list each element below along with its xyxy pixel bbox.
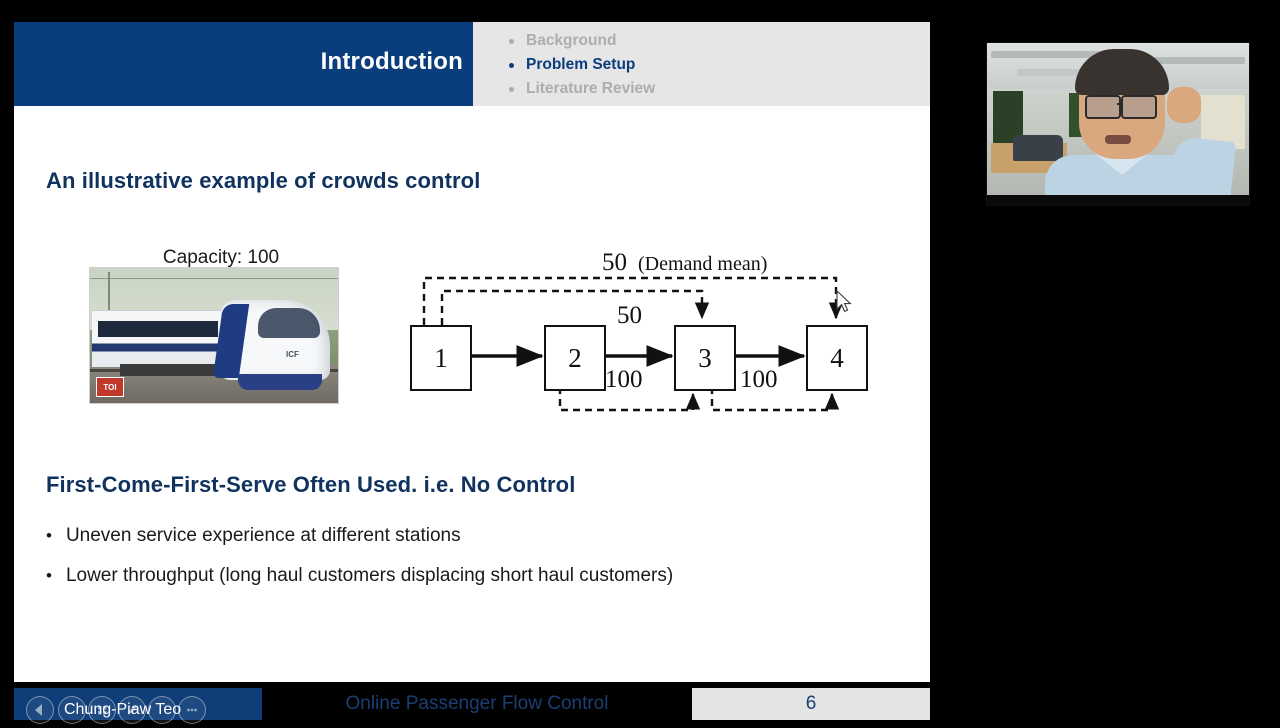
catenary-wire — [90, 278, 338, 279]
edge-label-bottom-right: 100 — [740, 366, 778, 393]
agenda-item-problem-setup[interactable]: Problem Setup — [509, 56, 635, 74]
edge-label-bottom-left: 100 — [605, 366, 643, 393]
office-chair — [1013, 135, 1063, 161]
bullet-text: Uneven service experience at different s… — [65, 525, 461, 546]
speaker-hand — [1167, 87, 1201, 123]
edge-label-top-outer: 50 — [602, 249, 627, 276]
bullet-item: • Lower throughput (long haul customers … — [46, 565, 673, 587]
slide-header: Introduction Background Problem Setup Li… — [14, 22, 930, 106]
capacity-caption: Capacity: 100 — [162, 247, 280, 268]
network-diagram: 1 2 3 4 50 (Demand mean) 50 100 100 — [380, 244, 890, 419]
presenter-name: Chung-Piaw Teo — [64, 701, 182, 718]
header-blue-band: Introduction — [14, 22, 473, 106]
station-node-3[interactable]: 3 — [674, 325, 736, 391]
pen-icon — [128, 705, 137, 715]
agenda-label: Literature Review — [526, 80, 656, 97]
ceiling-duct — [991, 51, 1111, 58]
nav-prev-button[interactable] — [26, 696, 54, 724]
agenda-item-background[interactable]: Background — [509, 32, 616, 50]
eyeglasses-bridge — [1117, 103, 1123, 105]
video-bottom-band — [987, 195, 1249, 205]
station-node-4[interactable]: 4 — [806, 325, 868, 391]
eyeglasses-left-lens — [1085, 95, 1121, 119]
grid-icon — [98, 706, 107, 715]
train-photo: ICF TOI — [89, 267, 339, 404]
eyeglasses-right-lens — [1121, 95, 1157, 119]
bullet-dot-icon: • — [46, 526, 52, 545]
train-coach — [92, 310, 232, 367]
train-bogie — [120, 364, 216, 376]
station-node-2[interactable]: 2 — [544, 325, 606, 391]
train-windshield — [258, 308, 320, 338]
chevron-left-icon — [35, 704, 42, 716]
demand-mean-note: (Demand mean) — [638, 253, 768, 275]
edge-label-mid-top: 50 — [617, 302, 642, 329]
office-plant — [993, 91, 1023, 143]
station-node-1[interactable]: 1 — [410, 325, 472, 391]
agenda-item-literature-review[interactable]: Literature Review — [509, 80, 655, 98]
toi-watermark: TOI — [96, 377, 124, 397]
page-title: Introduction — [320, 48, 463, 75]
webcam-video-tile[interactable] — [986, 42, 1250, 206]
bullet-dot-icon — [509, 38, 514, 44]
diagram-edges — [422, 276, 844, 412]
nav-control-5[interactable] — [148, 696, 176, 724]
slide-page-number: 6 — [692, 688, 930, 720]
slide-footer: Chung-Piaw Teo Online Passenger Flow Con… — [14, 682, 930, 724]
presenter-band: Chung-Piaw Teo — [14, 688, 262, 724]
speaker-mouth — [1105, 135, 1131, 144]
bullet-dot-icon: • — [46, 566, 52, 585]
ceiling-duct — [1137, 57, 1245, 64]
slide-canvas: Introduction Background Problem Setup Li… — [14, 22, 930, 724]
ellipsis-icon — [187, 708, 197, 712]
catenary-pole — [108, 272, 110, 322]
coach-window — [98, 321, 218, 337]
bullet-item: • Uneven service experience at different… — [46, 525, 461, 547]
bullet-dot-icon — [509, 86, 514, 92]
nav-pen-button[interactable] — [118, 696, 146, 724]
footer-deck-title: Online Passenger Flow Control — [345, 693, 609, 714]
agenda-panel: Background Problem Setup Literature Revi… — [473, 22, 930, 106]
icf-logo-text: ICF — [286, 350, 299, 359]
speaker-hair — [1075, 49, 1169, 95]
ceiling-duct — [1017, 69, 1107, 76]
agenda-label: Background — [526, 32, 617, 49]
section-heading-2: First-Come-First-Serve Often Used. i.e. … — [46, 472, 576, 497]
agenda-label: Problem Setup — [526, 56, 636, 73]
bullet-dot-icon — [509, 62, 514, 68]
mouse-cursor-icon — [836, 290, 852, 313]
section-heading-1: An illustrative example of crowds contro… — [46, 168, 481, 193]
bullet-text: Lower throughput (long haul customers di… — [65, 565, 674, 586]
train-skirt — [238, 374, 322, 390]
